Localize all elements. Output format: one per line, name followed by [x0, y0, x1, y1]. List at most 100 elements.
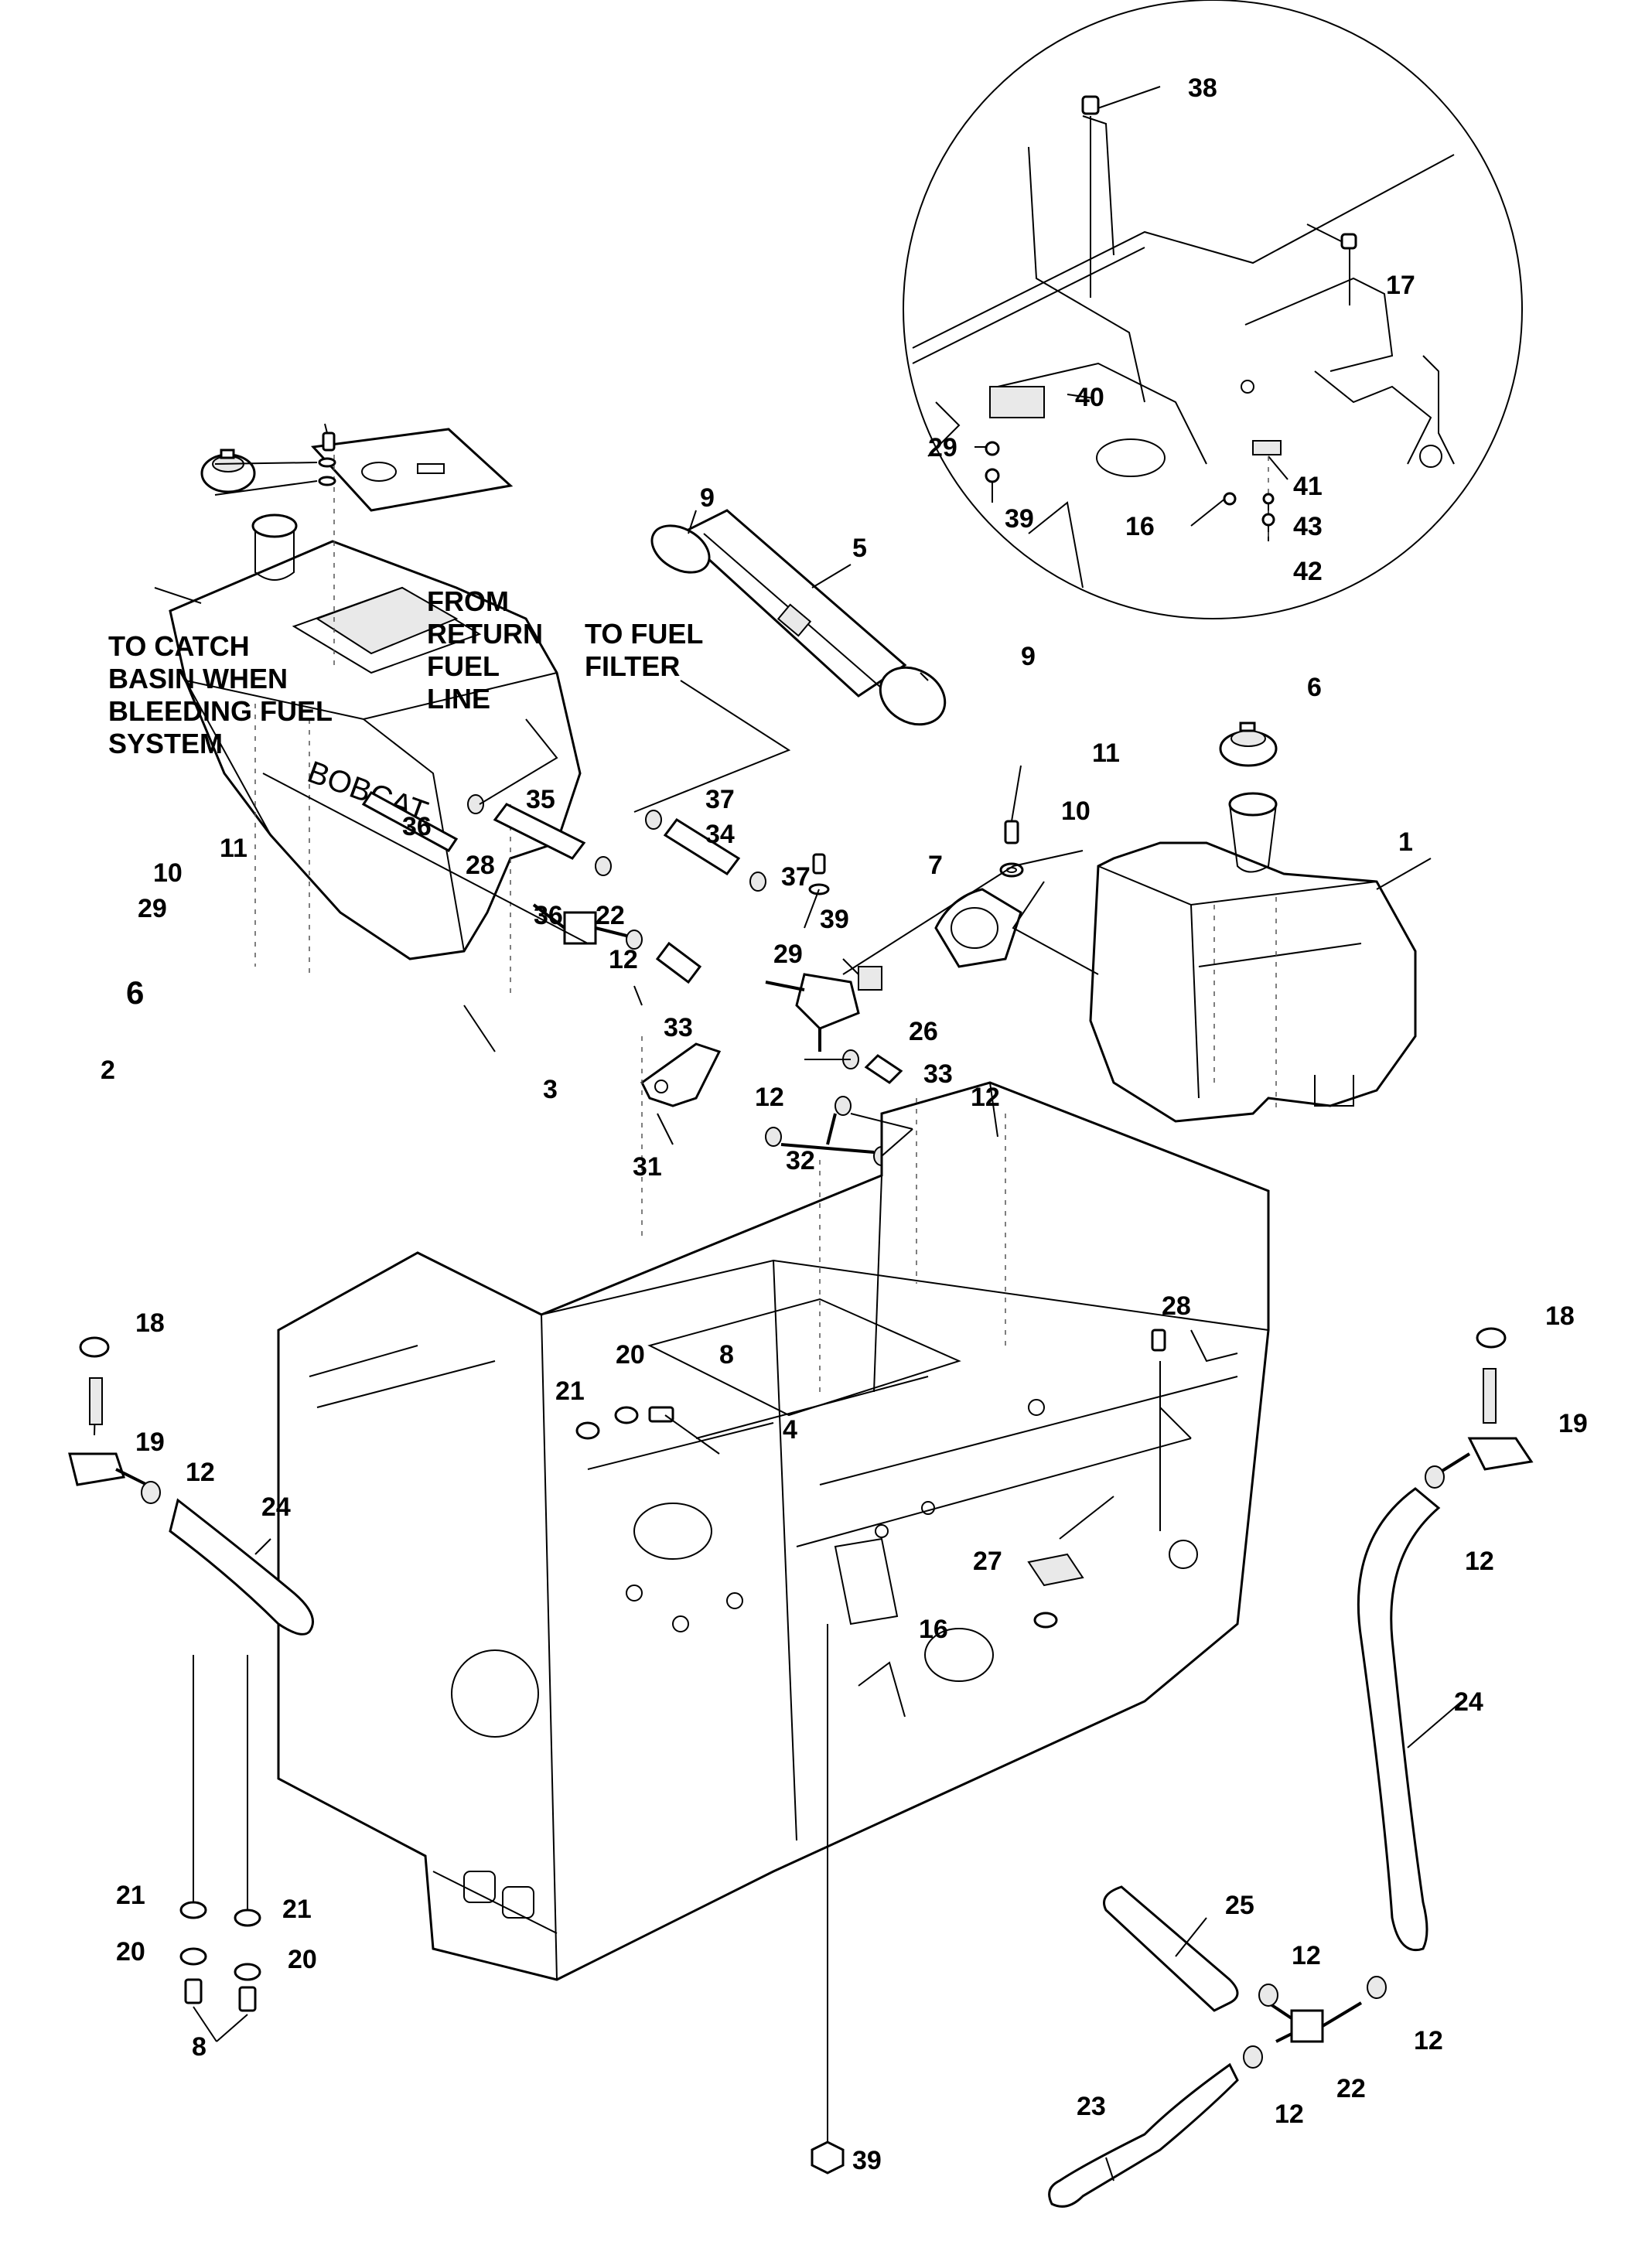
callout-36-lower: 36	[534, 901, 563, 930]
filter-canister	[650, 509, 947, 726]
callout-32: 32	[786, 1146, 815, 1175]
fuel-cap-right	[1219, 721, 1278, 767]
callout-5: 5	[852, 534, 867, 563]
callout-29-left: 29	[138, 894, 167, 923]
callout-16-detail: 16	[1125, 512, 1155, 541]
note-catch-basin-line-4: SYSTEM	[108, 728, 223, 759]
callout-2: 2	[101, 1056, 115, 1085]
callout-42: 42	[1293, 557, 1323, 586]
callout-3: 3	[543, 1075, 558, 1104]
callout-41: 41	[1293, 472, 1323, 501]
callout-29-detail: 29	[928, 433, 957, 462]
callout-10-right: 10	[1061, 797, 1091, 826]
callout-28-frame: 28	[1162, 1291, 1191, 1321]
tank-hardware-left	[318, 432, 336, 486]
callout-12-left-valve: 12	[186, 1458, 215, 1487]
frame-bracket-hardware	[1027, 1329, 1166, 1629]
callout-20-lower-left: 20	[116, 1937, 145, 1967]
bottom-nut	[811, 1624, 845, 2175]
note-catch-basin-line-2: BASIN WHEN	[108, 663, 288, 694]
callout-22-lower: 22	[1336, 2074, 1366, 2103]
callout-12-lower-right: 12	[1414, 2026, 1443, 2055]
note-return-fuel: FROM RETURN FUEL LINE	[427, 585, 543, 715]
callout-12-upper: 12	[609, 945, 638, 974]
fuel-tank-right	[1089, 792, 1417, 1123]
callout-4: 4	[783, 1415, 797, 1445]
callout-29-center: 29	[773, 940, 803, 969]
callout-26: 26	[909, 1017, 938, 1046]
detail-frame-drawing	[912, 115, 1455, 588]
note-catch-basin-line-1: TO CATCH	[108, 630, 250, 662]
callout-21-lower-left: 21	[116, 1881, 145, 1910]
callout-38: 38	[1188, 73, 1217, 103]
callout-12-right: 12	[971, 1083, 1000, 1112]
note-fuel-filter: TO FUEL FILTER	[585, 618, 703, 682]
cover-plate	[310, 428, 514, 665]
fuel-tank-left	[169, 513, 582, 998]
note-catch-basin: TO CATCH BASIN WHEN BLEEDING FUEL SYSTEM	[108, 630, 333, 759]
callout-8-lower: 8	[192, 2032, 206, 2062]
main-frame	[277, 1036, 1270, 1981]
frame-hardware-lower-left	[179, 1655, 261, 2012]
note-leader-lines	[262, 680, 1099, 975]
callout-9-top: 9	[700, 483, 715, 513]
callout-12-lower-bottom: 12	[1275, 2100, 1304, 2129]
detail-view-circle	[903, 0, 1523, 619]
callout-28-top: 28	[466, 851, 495, 880]
callout-18-right: 18	[1545, 1301, 1575, 1331]
callout-39-bottom: 39	[852, 2146, 882, 2175]
callout-33-upper: 33	[664, 1013, 693, 1042]
callout-6-left: 6	[126, 974, 144, 1011]
callout-12-lower-top: 12	[1292, 1941, 1321, 1970]
callout-8-upper: 8	[719, 1340, 734, 1370]
callout-22-top: 22	[596, 901, 625, 930]
callout-37-lower: 37	[781, 862, 811, 892]
callout-7: 7	[928, 851, 943, 880]
callout-37-upper: 37	[705, 785, 735, 814]
callout-18-left: 18	[135, 1308, 165, 1338]
callout-39-center: 39	[820, 905, 849, 934]
callout-9-bottom: 9	[1021, 642, 1036, 671]
callout-12-right-valve: 12	[1465, 1547, 1494, 1576]
callout-19-left: 19	[135, 1428, 165, 1457]
note-return-fuel-line-2: RETURN	[427, 618, 543, 650]
note-return-fuel-line-3: FUEL	[427, 650, 500, 682]
callout-10-left: 10	[153, 858, 183, 888]
mounting-bracket	[934, 888, 1022, 968]
note-return-fuel-line-4: LINE	[427, 683, 490, 715]
callout-numbers: 38 17 40 29 39 41 16 43 42 9 5 9 6 11 10…	[101, 73, 1588, 2175]
callout-11-left: 11	[220, 834, 247, 863]
callout-39-detail: 39	[1005, 504, 1034, 534]
detail-small-parts	[985, 95, 1357, 527]
left-shutoff-assembly	[68, 1336, 314, 1636]
callout-23: 23	[1077, 2092, 1106, 2121]
callout-1: 1	[1398, 827, 1413, 857]
callout-leaders	[154, 423, 1463, 2181]
callout-31: 31	[633, 1152, 662, 1182]
callout-27: 27	[973, 1547, 1002, 1576]
callout-16-frame: 16	[919, 1615, 948, 1644]
callout-20-lower-right: 20	[288, 1945, 317, 1974]
note-catch-basin-line-3: BLEEDING FUEL	[108, 695, 333, 727]
frame-hardware-upper	[575, 1406, 674, 1440]
note-return-fuel-line-1: FROM	[427, 585, 509, 617]
callout-33-lower: 33	[923, 1059, 953, 1089]
callout-19-right: 19	[1558, 1409, 1588, 1438]
callout-36-upper: 36	[402, 812, 432, 841]
note-fuel-filter-line-2: FILTER	[585, 650, 680, 682]
note-fuel-filter-line-1: TO FUEL	[585, 618, 703, 650]
callout-24-left: 24	[261, 1492, 291, 1522]
callout-35: 35	[526, 785, 555, 814]
callout-21-lower-right: 21	[282, 1895, 312, 1924]
callout-11-right: 11	[1092, 739, 1120, 768]
callout-20-upper: 20	[616, 1340, 645, 1370]
callout-43: 43	[1293, 512, 1323, 541]
callout-21-upper: 21	[555, 1376, 585, 1406]
callout-24-right: 24	[1454, 1687, 1483, 1717]
callout-40: 40	[1075, 383, 1104, 412]
lower-fuel-lines	[1048, 1885, 1387, 2208]
callout-12-middle: 12	[755, 1083, 784, 1112]
callout-17: 17	[1386, 271, 1415, 300]
callout-34: 34	[705, 820, 735, 849]
